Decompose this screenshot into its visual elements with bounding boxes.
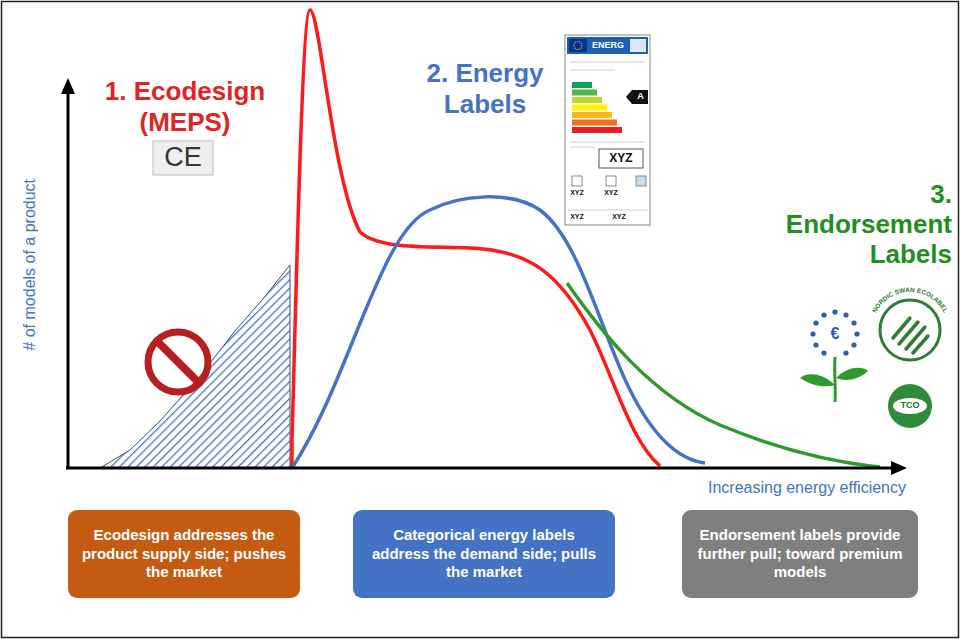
label-value: XYZ (599, 151, 643, 165)
tco-text: TCO (894, 401, 926, 411)
banned-region (100, 265, 290, 468)
box-text: Endorsement labels provide further pull;… (692, 526, 908, 582)
euro-sign: € (823, 324, 847, 343)
text-box: Endorsement labels provide further pull;… (682, 510, 918, 598)
axes (61, 78, 907, 475)
eu-ecolabel-icon (800, 309, 868, 402)
ce-mark: CE (153, 142, 213, 173)
label-value: XYZ (606, 213, 632, 221)
label-value: XYZ (598, 189, 624, 197)
energy-class: A (633, 91, 648, 102)
ce-mark-box (153, 141, 213, 175)
box-text: Ecodesign addresses the product supply s… (78, 526, 290, 582)
section-heading: 3. Endorsement Labels (782, 180, 952, 270)
label-curve (292, 197, 705, 468)
label-value: XYZ (564, 189, 590, 197)
endorsement-curve (567, 283, 880, 467)
axis-label: # of models of a product (21, 115, 39, 415)
prohibition-sign (148, 332, 208, 392)
energy-label-icon (565, 35, 650, 225)
text-box: Ecodesign addresses the product supply s… (68, 510, 300, 598)
logo-text: NORDIC SWAN ECOLABEL (871, 286, 950, 314)
box-text: Categorical energy labels address the de… (363, 526, 605, 582)
tco-certified-icon (888, 384, 932, 428)
text-box: Categorical energy labels address the de… (353, 510, 615, 598)
section-heading: 1. Ecodesign (MEPS) (90, 76, 280, 138)
label-value: XYZ (564, 213, 590, 221)
axis-label: Increasing energy efficiency (600, 479, 906, 497)
mep-curve (292, 10, 660, 468)
label-header: ENERG (588, 40, 628, 51)
section-heading: 2. Energy Labels (425, 58, 545, 120)
nordic-swan-icon (880, 300, 940, 360)
